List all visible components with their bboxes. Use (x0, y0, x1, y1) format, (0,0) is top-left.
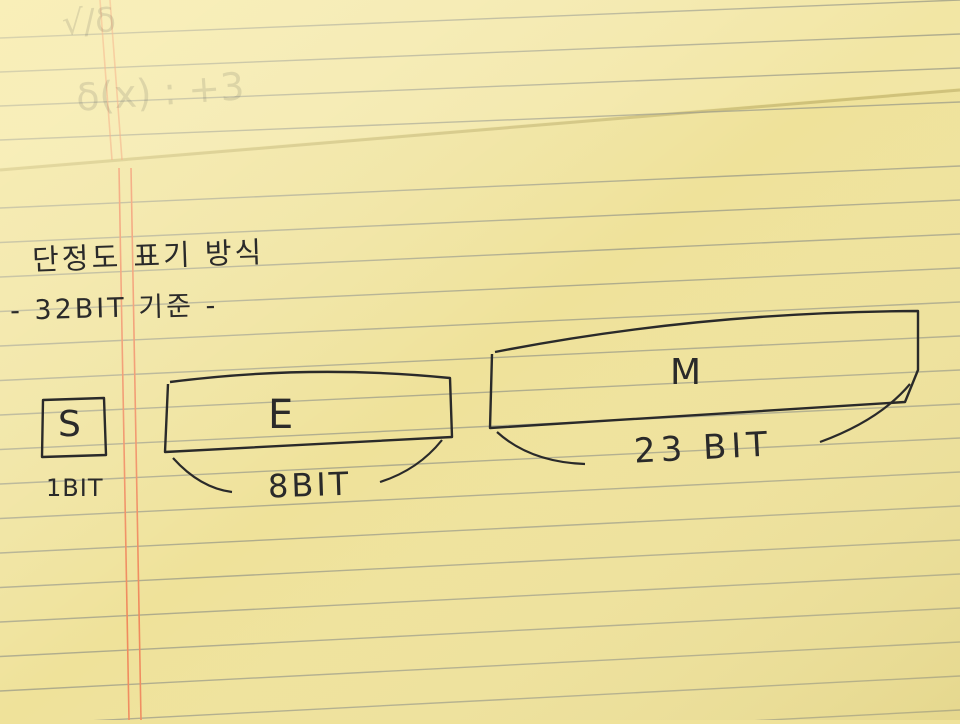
sign-letter: S (58, 404, 81, 445)
mantissa-width-label: 23 BIT (633, 424, 774, 472)
exponent-brace-left (172, 457, 233, 494)
mantissa-brace-left (496, 431, 586, 466)
exponent-letter: E (268, 392, 294, 438)
mantissa-field-box (488, 309, 920, 430)
exponent-field-box (163, 370, 454, 454)
exponent-width-label: 8BIT (267, 464, 352, 506)
notes-title: 단정도 표기 방식 (31, 234, 265, 278)
residue-line-1: √/δ (60, 0, 118, 44)
exponent-brace-right (379, 439, 443, 484)
mantissa-letter: M (670, 352, 702, 393)
sign-width-label: 1BIT (46, 474, 104, 502)
notes-subtitle: - 32BIT 기준 - (9, 290, 219, 327)
mantissa-brace-right (819, 383, 911, 444)
sign-bit-box (40, 396, 108, 459)
